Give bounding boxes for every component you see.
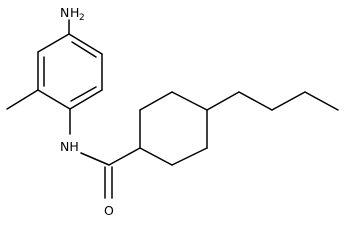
ring-double-bottom <box>70 86 97 102</box>
carbonyl-to-cyclohexane-bond <box>108 147 141 166</box>
ring-bond-bottom-left <box>37 89 71 110</box>
cyclohexane-bond-3 <box>171 91 208 111</box>
carbonyl-oxygen-label: O <box>104 203 114 218</box>
amine-h-label: H <box>70 5 79 20</box>
amine-n-label: N <box>60 5 69 20</box>
benzene-ring <box>37 33 103 110</box>
ring-double-top <box>71 41 97 58</box>
cyclohexane-bond-2 <box>139 91 173 111</box>
amine-label: N H 2 <box>60 5 85 23</box>
cyclohexane-bond-6 <box>139 147 173 166</box>
nh-to-carbonyl-bond <box>80 152 110 166</box>
ring-bond-top-left <box>37 33 70 53</box>
cyclohexane-bond-5 <box>171 147 208 166</box>
butyl-chain <box>206 91 339 111</box>
ring-bond-bottom-right <box>69 89 103 110</box>
butyl-bond-4 <box>304 91 339 111</box>
methyl-bond <box>6 89 39 110</box>
amine-subscript: 2 <box>79 13 85 23</box>
amide-nh-label: NH <box>60 139 79 154</box>
butyl-bond-3 <box>271 91 306 111</box>
cyclohexane-ring <box>139 91 208 166</box>
butyl-bond-1 <box>206 91 240 111</box>
butyl-bond-2 <box>238 91 273 111</box>
ring-bond-top-right <box>68 33 103 55</box>
